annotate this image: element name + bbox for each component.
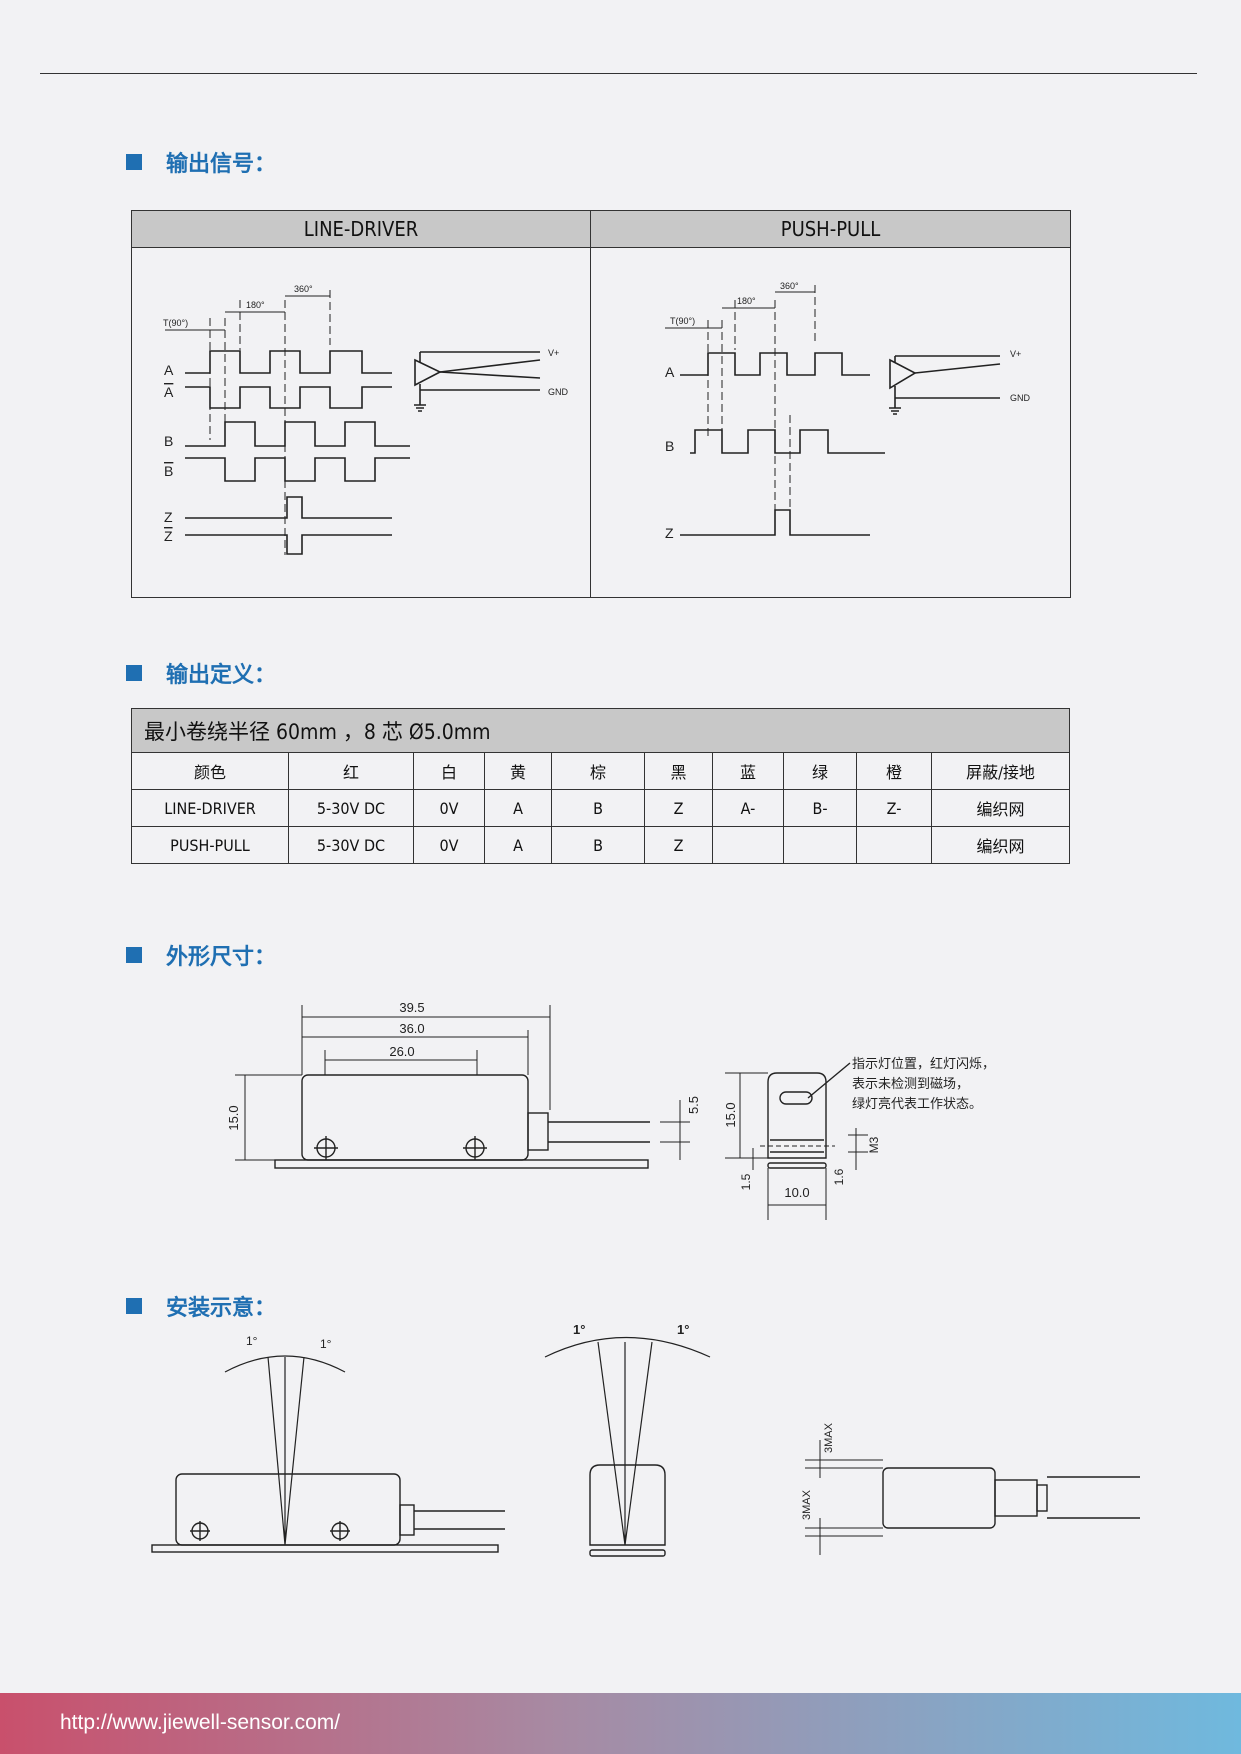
angle-label: 1° (573, 1322, 585, 1337)
vplus-label: V+ (548, 348, 559, 358)
label-z-bar: Z (164, 528, 173, 544)
section-title: 安装示意： (166, 1296, 277, 1321)
max-gap-label: 3MAX (801, 1489, 813, 1520)
cell: Z (644, 826, 713, 864)
cell (712, 826, 784, 864)
indicator-note: 表示未检测到磁场， (852, 1076, 969, 1091)
cell: PUSH-PULL (131, 826, 289, 864)
cell: A (484, 826, 552, 864)
installation-view-3: 3MAX 3MAX (801, 1422, 1140, 1555)
label-a: A (665, 364, 675, 380)
label-z: Z (164, 509, 173, 525)
dim-10-0: 10.0 (784, 1185, 809, 1200)
label-z: Z (665, 525, 674, 541)
cell: 编织网 (931, 826, 1070, 864)
cell: Z (644, 789, 713, 827)
dim-side-15-0: 15.0 (723, 1102, 738, 1127)
dim-1-5: 1.5 (739, 1173, 753, 1190)
dimension-side-view: 15.0 1.5 10.0 1.6 M3 指示灯位置，红灯闪烁， 表示未检测到磁… (723, 1056, 995, 1220)
indicator-note: 绿灯亮代表工作状态。 (852, 1096, 982, 1111)
section-title: 输出信号： (166, 152, 277, 177)
cell (856, 826, 932, 864)
website-link[interactable]: http://www.jiewell-sensor.com/ (60, 1711, 341, 1734)
bullet-square-icon (126, 154, 142, 170)
max-gap-label: 3MAX (823, 1422, 835, 1453)
phase-180-label: 180° (737, 296, 756, 306)
label-b-bar: B (164, 463, 173, 479)
angle-label: 1° (677, 1322, 689, 1337)
dim-36-0: 36.0 (399, 1021, 424, 1036)
label-a-bar: A (164, 384, 174, 400)
label-b: B (164, 433, 173, 449)
header-push-pull: PUSH-PULL (590, 210, 1071, 248)
gnd-label: GND (1010, 393, 1031, 403)
cell: 0V (413, 826, 485, 864)
push-pull-cell (590, 247, 1071, 598)
dim-26-0: 26.0 (389, 1044, 414, 1059)
bullet-square-icon (126, 665, 142, 681)
section-dimensions: 外形尺寸： (126, 939, 276, 971)
footer-bar: http://www.jiewell-sensor.com/ (0, 1693, 1241, 1754)
cell: A (484, 789, 552, 827)
label-b: B (665, 438, 674, 454)
t90-label: T(90°) (670, 316, 695, 326)
cell (783, 826, 857, 864)
section-title: 输出定义： (166, 663, 277, 688)
bullet-square-icon (126, 1298, 142, 1314)
section-output-signal: 输出信号： (126, 146, 276, 178)
top-rule (40, 73, 1197, 74)
output-circuit-icon (889, 355, 1001, 415)
dim-5-5: 5.5 (686, 1096, 701, 1114)
header-cell: 橙 (856, 752, 932, 790)
angle-label: 1° (320, 1337, 332, 1351)
dim-15-0: 15.0 (226, 1105, 241, 1130)
cell: B- (783, 789, 857, 827)
installation-view-2: 1° 1° (544, 1322, 711, 1557)
header-cell: 绿 (783, 752, 857, 790)
bullet-square-icon (126, 947, 142, 963)
header-cell: 黄 (484, 752, 552, 790)
vplus-label: V+ (1010, 349, 1021, 359)
angle-label: 1° (246, 1334, 258, 1348)
phase-180-label: 180° (246, 300, 265, 310)
section-output-definition: 输出定义： (126, 657, 276, 689)
installation-view-1: 1° 1° (151, 1334, 505, 1553)
phase-360-label: 360° (780, 281, 799, 291)
cell: B (551, 826, 645, 864)
output-definition-table: 最小卷绕半径 60mm ，8 芯 Ø5.0mm 颜色 红 白 黄 棕 黑 蓝 绿… (131, 708, 1070, 864)
push-pull-waveforms: T(90°) 180° 360° A B Z V+ GND (665, 281, 1031, 541)
dim-39-5: 39.5 (399, 1000, 424, 1015)
indicator-note: 指示灯位置，红灯闪烁， (852, 1056, 995, 1071)
drawings: T(90°) 180° 360° A A B B Z Z V+ GND T(90… (151, 281, 1140, 1557)
output-circuit-icon (414, 351, 541, 412)
line-driver-waveforms: T(90°) 180° 360° A A B B Z Z V+ GND (163, 284, 569, 555)
cell: 5-30V DC (288, 789, 414, 827)
dim-m3: M3 (867, 1136, 881, 1153)
cell: 5-30V DC (288, 826, 414, 864)
t90-label: T(90°) (163, 318, 188, 328)
dimension-front-view: 39.5 36.0 26.0 15.0 5.5 (226, 1000, 701, 1169)
cell: 编织网 (931, 789, 1070, 827)
phase-360-label: 360° (294, 284, 313, 294)
dim-1-6: 1.6 (832, 1168, 846, 1185)
header-cell: 黑 (644, 752, 713, 790)
table-title: 最小卷绕半径 60mm ，8 芯 Ø5.0mm (131, 708, 1070, 753)
section-title: 外形尺寸： (166, 945, 277, 970)
gnd-label: GND (548, 387, 569, 397)
section-installation: 安装示意： (126, 1290, 276, 1322)
label-a: A (164, 362, 174, 378)
